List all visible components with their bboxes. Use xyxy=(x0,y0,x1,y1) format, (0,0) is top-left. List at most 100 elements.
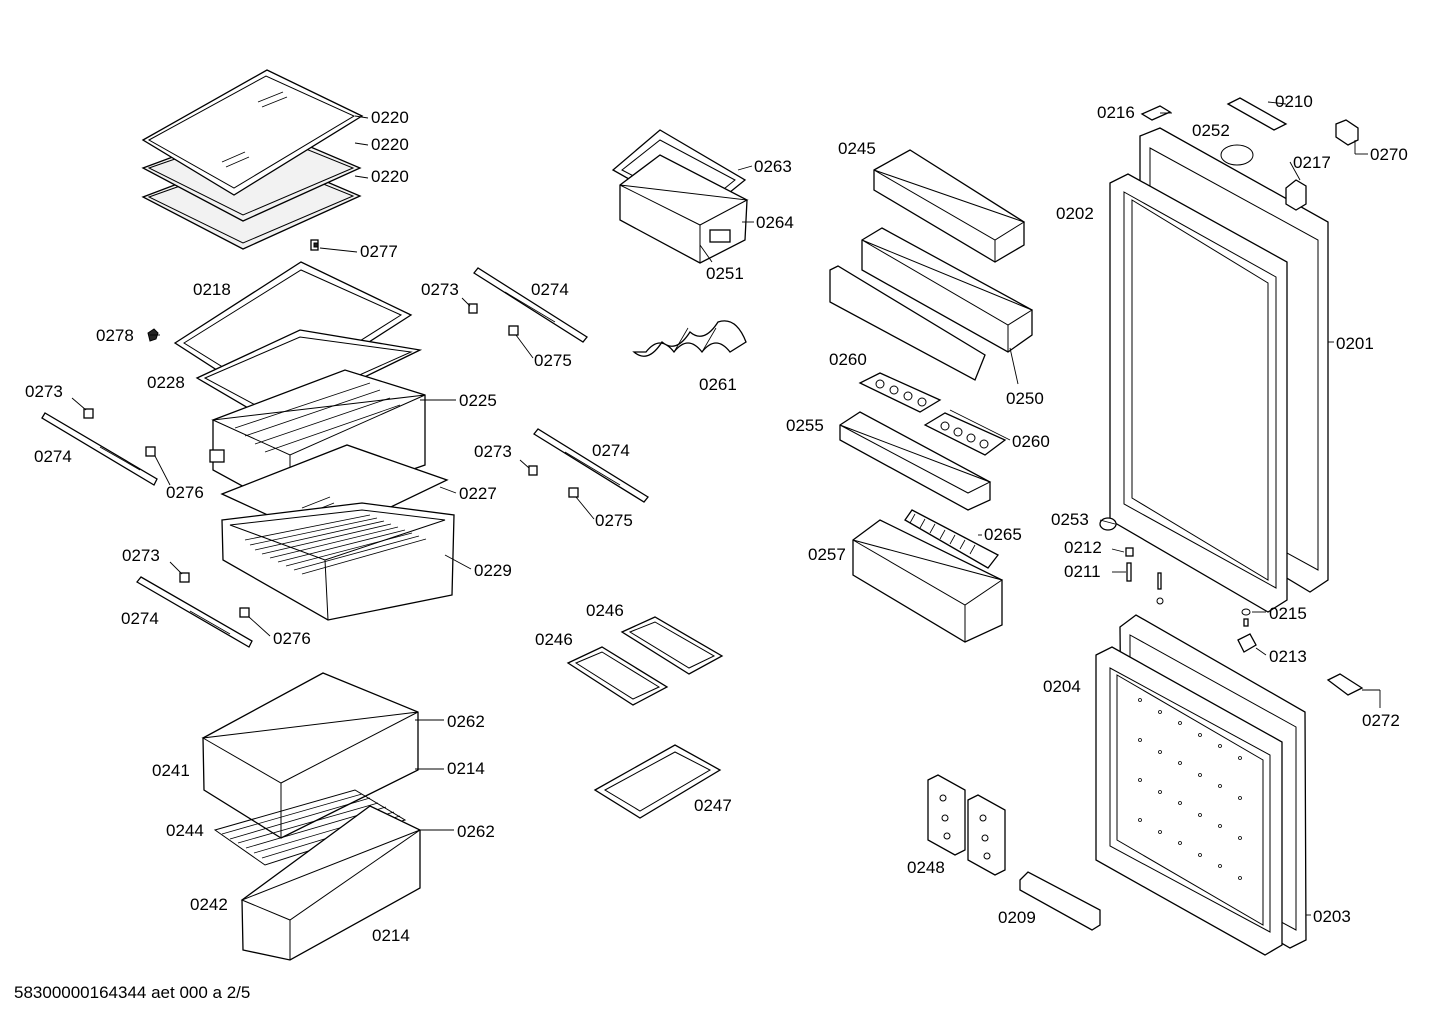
part-label-0220: 0220 xyxy=(371,167,409,186)
part-label-0218: 0218 xyxy=(193,280,231,299)
part-label-0227: 0227 xyxy=(459,484,497,503)
door-shelf-0257 xyxy=(852,519,1004,643)
part-label-0210: 0210 xyxy=(1275,92,1313,111)
ice-tray-0246-a xyxy=(620,616,724,675)
glass-shelf-0220-top xyxy=(141,69,364,196)
part-label-0257: 0257 xyxy=(808,545,846,564)
part-label-0263: 0263 xyxy=(754,157,792,176)
part-label-0262: 0262 xyxy=(447,712,485,731)
part-0212 xyxy=(1125,547,1134,557)
washer-0215-a xyxy=(1156,597,1164,605)
box-0264 xyxy=(619,154,749,264)
washer-0215 xyxy=(1241,608,1251,616)
part-label-0229: 0229 xyxy=(474,561,512,580)
tray-0247 xyxy=(593,744,722,819)
clip-0275-center-a xyxy=(508,325,519,336)
part-label-0275: 0275 xyxy=(595,511,633,530)
shelf-front-0250 xyxy=(829,265,986,381)
part-label-0253: 0253 xyxy=(1051,510,1089,529)
clip-0276-left-a xyxy=(145,446,156,457)
part-label-0209: 0209 xyxy=(998,908,1036,927)
part-label-0276: 0276 xyxy=(166,483,204,502)
part-label-0272: 0272 xyxy=(1362,711,1400,730)
part-label-0278: 0278 xyxy=(96,326,134,345)
rail-0274-center-lower xyxy=(533,428,649,503)
part-label-0262: 0262 xyxy=(457,822,495,841)
part-label-0276: 0276 xyxy=(273,629,311,648)
part-label-0216: 0216 xyxy=(1097,103,1135,122)
clip-0273-center-b xyxy=(528,465,538,476)
part-label-0250: 0250 xyxy=(1006,389,1044,408)
part-label-0246: 0246 xyxy=(586,601,624,620)
part-label-0270: 0270 xyxy=(1370,145,1408,164)
drawing-reference: 58300000164344 aet 000 a 2/5 xyxy=(14,983,250,1002)
part-label-0242: 0242 xyxy=(190,895,228,914)
door-shelf-0255 xyxy=(839,411,992,511)
part-label-0264: 0264 xyxy=(756,213,794,232)
lower-gasket-0204 xyxy=(1095,646,1283,956)
part-label-0247: 0247 xyxy=(694,796,732,815)
part-label-0201: 0201 xyxy=(1336,334,1374,353)
door-shelf-0245 xyxy=(873,149,1026,263)
part-label-0202: 0202 xyxy=(1056,204,1094,223)
part-number-labels: 0220022002200277021802780228022502730274… xyxy=(25,92,1408,945)
part-label-0214: 0214 xyxy=(372,926,410,945)
part-label-0220: 0220 xyxy=(371,135,409,154)
part-label-0204: 0204 xyxy=(1043,677,1081,696)
clip-0277 xyxy=(310,239,319,251)
part-label-0260: 0260 xyxy=(1012,432,1050,451)
part-label-0274: 0274 xyxy=(121,609,159,628)
drawer-0229 xyxy=(221,502,455,621)
egg-rack-0261 xyxy=(632,320,747,357)
ice-tray-0246-b xyxy=(566,646,669,706)
grille-0265 xyxy=(904,509,999,569)
part-label-0215: 0215 xyxy=(1269,604,1307,623)
rail-0274-center-upper xyxy=(473,267,588,343)
part-label-0265: 0265 xyxy=(984,525,1022,544)
egg-holder-0260-a xyxy=(858,372,942,413)
part-label-0244: 0244 xyxy=(166,821,204,840)
hinge-0213 xyxy=(1237,633,1257,653)
upper-gasket-0202 xyxy=(1109,173,1288,613)
part-label-0245: 0245 xyxy=(838,139,876,158)
rail-0274-left-upper xyxy=(41,412,158,486)
cold-pack-0248-a xyxy=(927,774,966,856)
part-0270 xyxy=(1335,119,1359,146)
clip-0276-left-b xyxy=(239,607,250,618)
clip-0273-left-a xyxy=(83,408,94,419)
part-label-0261: 0261 xyxy=(699,375,737,394)
part-label-0275: 0275 xyxy=(534,351,572,370)
part-label-0246: 0246 xyxy=(535,630,573,649)
part-label-0211: 0211 xyxy=(1064,562,1101,581)
screw-0215 xyxy=(1243,618,1249,627)
part-0272 xyxy=(1326,673,1364,696)
part-label-0248: 0248 xyxy=(907,858,945,877)
part-label-0274: 0274 xyxy=(531,280,569,299)
door-shelf-0250 xyxy=(861,227,1034,353)
part-label-0277: 0277 xyxy=(360,242,398,261)
part-0210 xyxy=(1226,97,1288,131)
part-0216 xyxy=(1140,105,1172,121)
part-label-0251: 0251 xyxy=(706,264,744,283)
part-label-0255: 0255 xyxy=(786,416,824,435)
part-label-0212: 0212 xyxy=(1064,538,1102,557)
part-label-0241: 0241 xyxy=(152,761,190,780)
freezer-box-0242 xyxy=(240,805,421,961)
rail-0274-left-lower xyxy=(136,576,253,648)
part-label-0252: 0252 xyxy=(1192,121,1230,140)
clip-0273-center-a xyxy=(468,303,478,314)
part-label-0273: 0273 xyxy=(122,546,160,565)
part-label-0274: 0274 xyxy=(34,447,72,466)
bar-0209 xyxy=(1019,871,1101,931)
part-0217 xyxy=(1285,179,1307,211)
part-label-0203: 0203 xyxy=(1313,907,1351,926)
part-label-0274: 0274 xyxy=(592,441,630,460)
part-label-0220: 0220 xyxy=(371,108,409,127)
screw-0211 xyxy=(1126,562,1132,582)
part-label-0225: 0225 xyxy=(459,391,497,410)
freezer-box-0241 xyxy=(201,672,419,839)
screw-0211-b xyxy=(1157,572,1162,590)
part-label-0214: 0214 xyxy=(447,759,485,778)
clip-0273-left-b xyxy=(179,572,190,583)
